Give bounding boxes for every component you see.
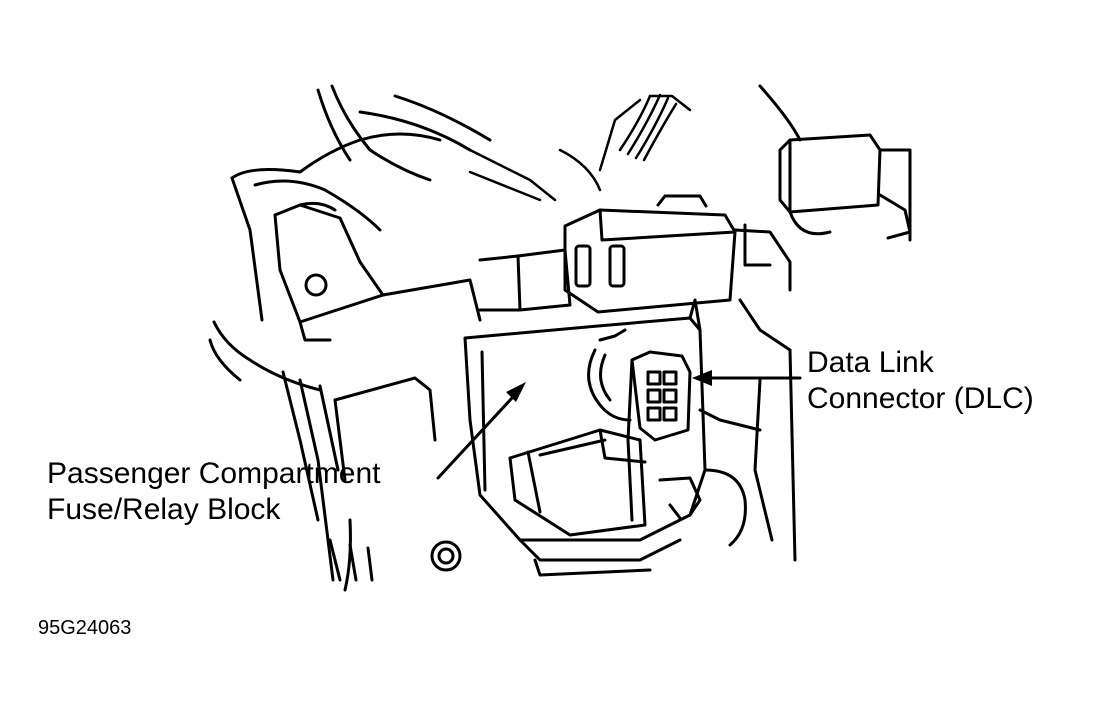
fuse-cover	[508, 428, 702, 537]
wiring-harness	[468, 93, 692, 202]
fuse-label-line2: Fuse/Relay Block	[47, 493, 281, 526]
relay-block	[478, 194, 737, 314]
dlc-callout-label: Data Link Connector (DLC)	[807, 345, 1034, 417]
fuse-block-callout-label: Passenger Compartment Fuse/Relay Block	[47, 456, 381, 528]
dlc-arrowhead	[692, 370, 712, 386]
fuse-label-line1: Passenger Compartment	[47, 457, 381, 490]
dlc-connector	[587, 328, 692, 522]
figure-id: 95G24063	[38, 617, 132, 639]
dash-trim	[208, 84, 492, 592]
fuse-block-arrowhead	[506, 382, 526, 402]
column-housing	[698, 223, 797, 562]
lower-panel	[328, 376, 462, 582]
upper-right-connector	[758, 84, 912, 242]
fuse-block-leader	[436, 396, 514, 480]
mounting-bracket	[273, 201, 482, 342]
dlc-label-line1: Data Link	[807, 346, 934, 379]
dlc-label-line2: Connector (DLC)	[807, 382, 1034, 415]
leader-arrows	[436, 370, 802, 480]
